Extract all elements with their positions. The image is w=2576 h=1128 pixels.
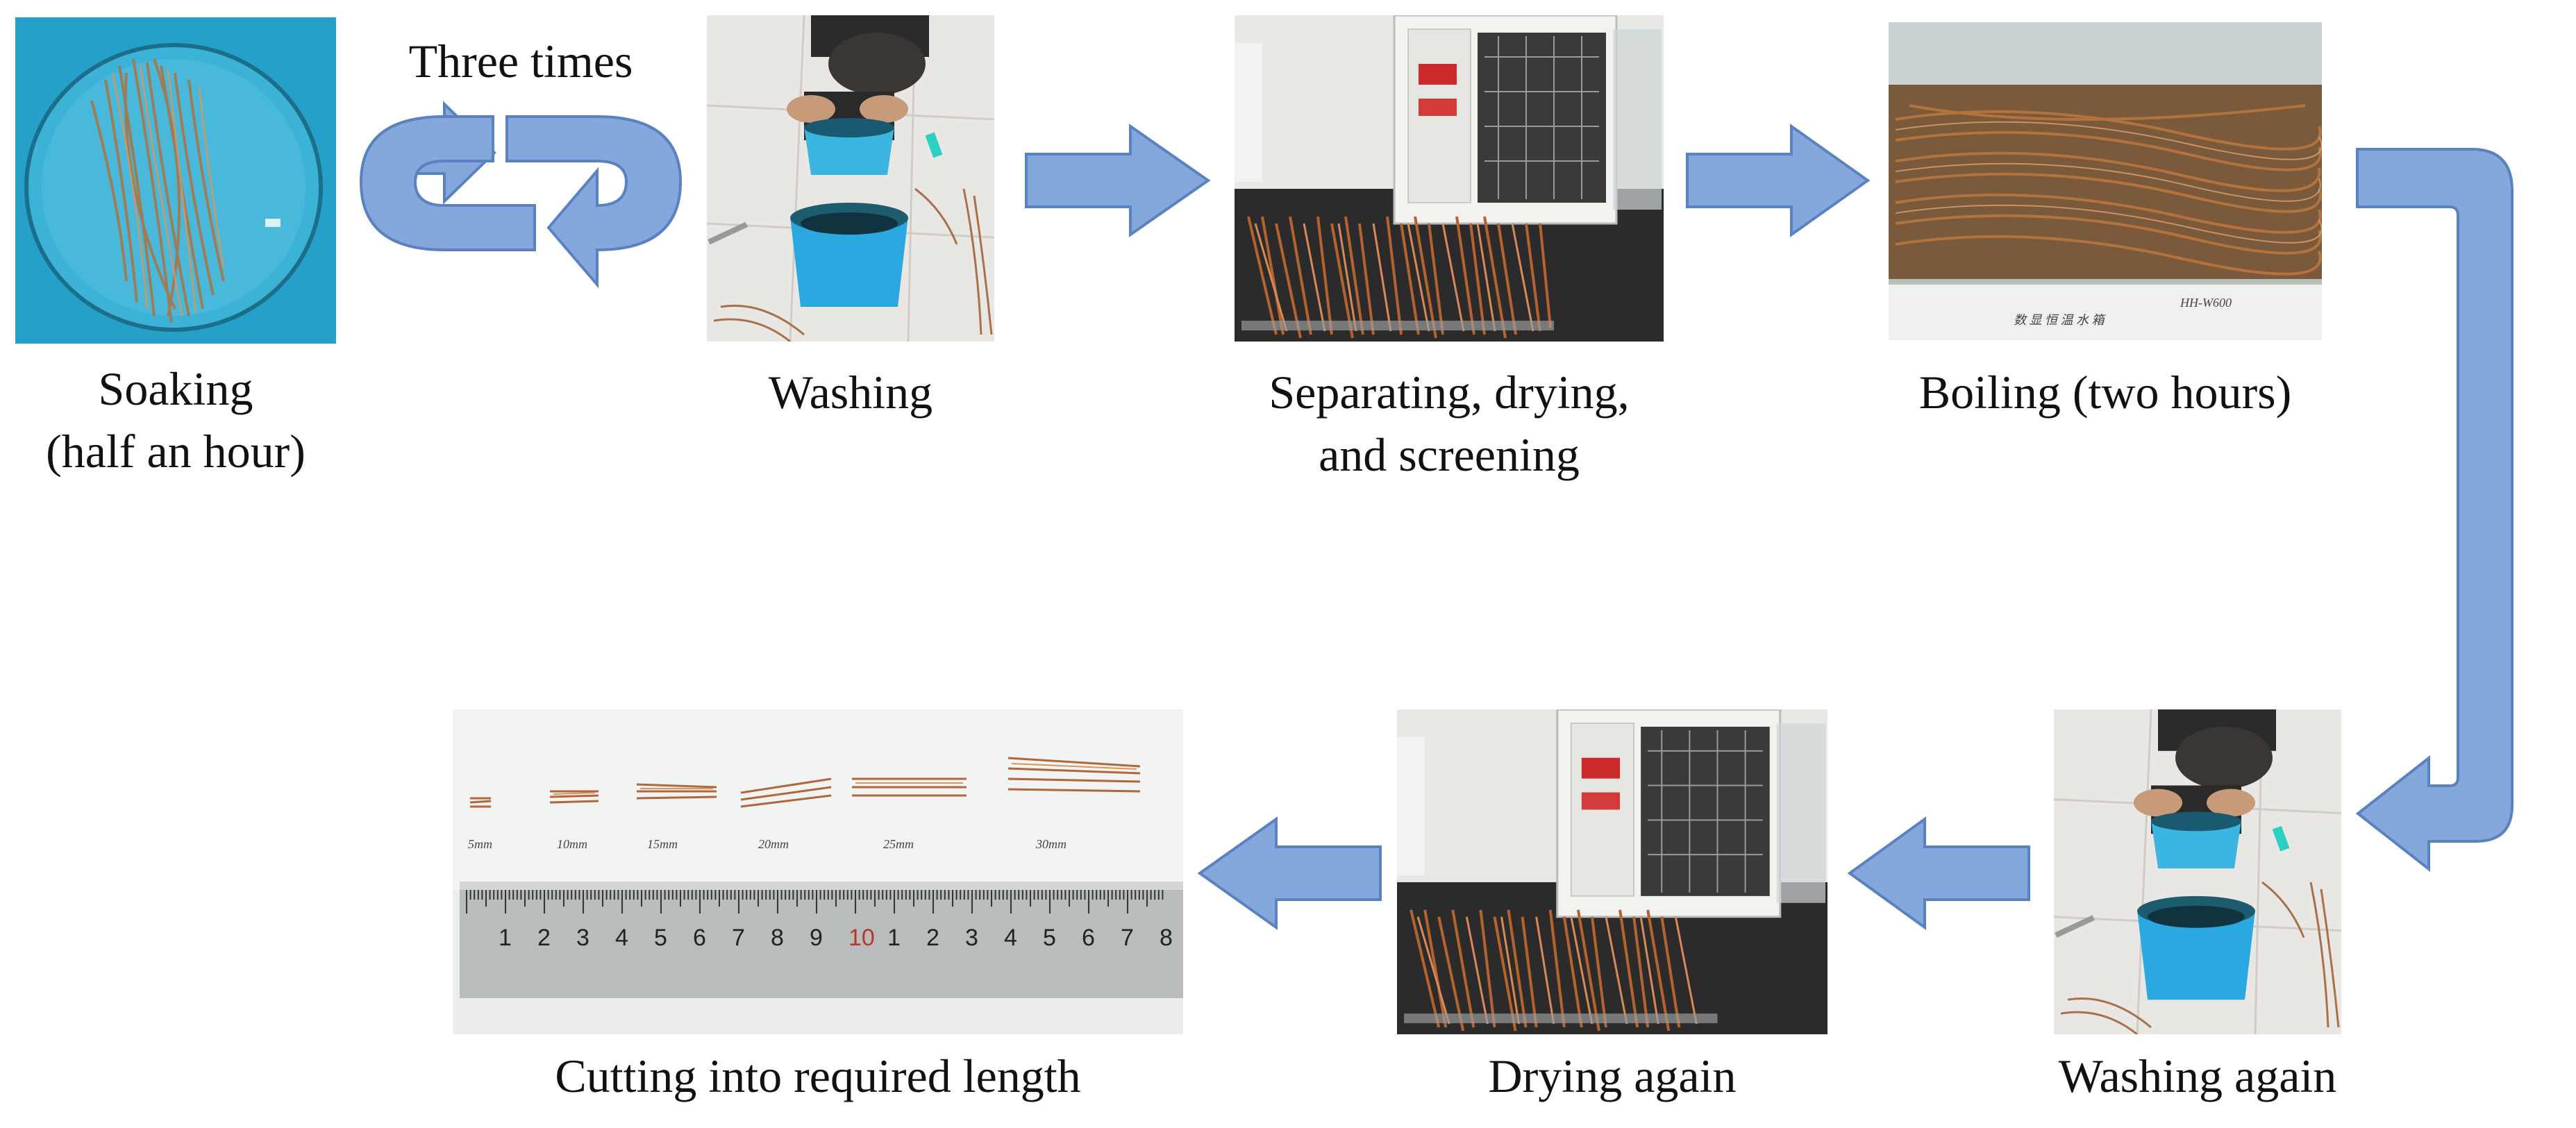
svg-text:HH-W600: HH-W600 [2180,296,2232,310]
cycle-label: Three times [408,35,633,87]
arrow-drying-to-boiling [1686,124,1871,237]
drying-again-photo [1397,709,1828,1034]
length-label: 15mm [647,837,678,851]
ruler-number: 6 [693,925,706,951]
washing-caption: Washing [768,366,933,419]
ruler-number: 3 [965,925,978,951]
arrow-washing-to-drying [1025,124,1211,237]
oven-photo [1235,15,1664,342]
ruler-number: 4 [615,925,628,951]
arrow-drying-again-to-cutting [1197,816,1382,930]
ruler-number: 3 [576,925,589,951]
length-label: 20mm [758,837,789,851]
washing-again-photo [2054,709,2341,1034]
ruler-number: 10 [848,925,875,951]
ruler-number: 1 [499,925,512,951]
ruler-number: 8 [1160,925,1173,951]
ruler-number: 4 [1004,925,1017,951]
cutting-caption: Cutting into required length [555,1050,1081,1102]
cycle-arrow-right [505,115,683,289]
ruler-number: 9 [810,925,823,951]
ruler-number: 7 [1121,925,1134,951]
drying-again-caption: Drying again [1488,1050,1737,1102]
ruler-number: 1 [887,925,901,951]
ruler-number: 2 [926,925,939,951]
ruler-number: 7 [732,925,745,951]
cycle-arrow-top [383,101,496,205]
soaking-caption: Soaking (half an hour) [46,362,306,478]
length-label: 25mm [883,837,914,851]
boiling-caption: Boiling (two hours) [1918,366,2292,419]
arrow-washing-again-to-drying-again [1847,816,2030,930]
ruler-number: 5 [654,925,667,951]
boiling-photo: HH-W600 数 显 恒 温 水 箱 [1889,22,2322,340]
washing-again-caption: Washing again [2058,1050,2337,1102]
ruler-number: 6 [1082,925,1095,951]
length-label: 30mm [1035,837,1067,851]
cycle-arrow-left [359,115,536,251]
ruler-number: 5 [1043,925,1056,951]
washing-photo [707,15,994,342]
length-label: 10mm [557,837,587,851]
ruler-number: 8 [771,925,784,951]
ruler-number: 2 [537,925,551,951]
arrow-boiling-to-washing-again [2355,148,2514,873]
length-label: 5mm [468,837,492,851]
soaking-photo [15,17,336,344]
svg-text:数 显 恒 温 水 箱: 数 显 恒 温 水 箱 [2014,313,2106,327]
separating-caption: Separating, drying, and screening [1269,366,1630,481]
